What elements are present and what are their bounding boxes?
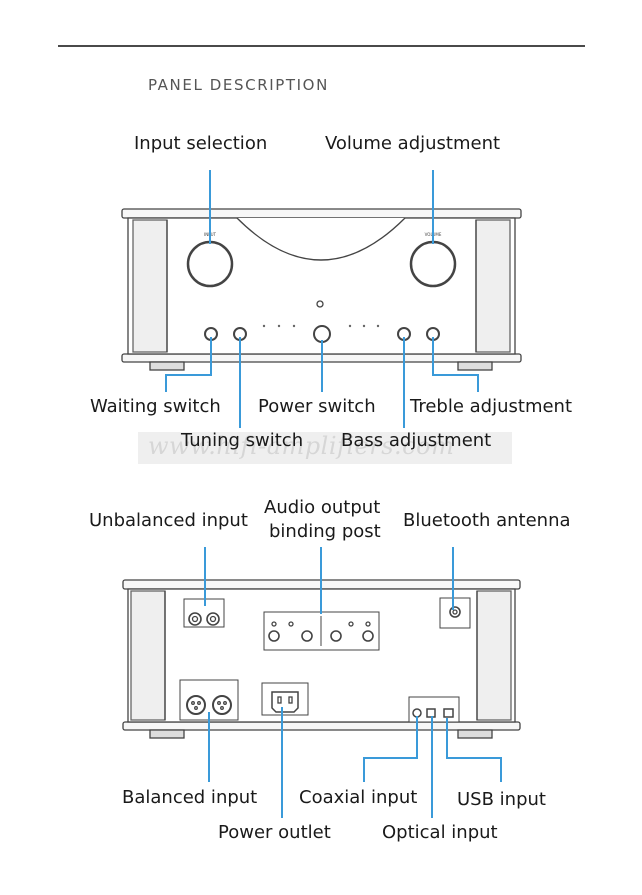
label-usb-input: USB input bbox=[457, 789, 546, 810]
bluetooth-antenna-jack bbox=[439, 597, 471, 629]
label-coaxial-input: Coaxial input bbox=[299, 787, 418, 808]
label-waiting-switch: Waiting switch bbox=[90, 396, 221, 417]
balanced-xlr-inputs bbox=[179, 679, 239, 721]
label-tuning-switch: Tuning switch bbox=[181, 430, 304, 451]
power-indicator bbox=[316, 300, 324, 308]
label-optical-input: Optical input bbox=[382, 822, 498, 843]
label-bluetooth-antenna: Bluetooth antenna bbox=[403, 510, 571, 531]
front-indicator-dots bbox=[262, 324, 380, 328]
label-unbalanced-input: Unbalanced input bbox=[89, 510, 248, 531]
label-bass-adjustment: Bass adjustment bbox=[341, 430, 492, 451]
label-input-selection: Input selection bbox=[134, 133, 268, 154]
power-button bbox=[313, 325, 331, 343]
power-inlet bbox=[261, 682, 309, 716]
label-power-outlet: Power outlet bbox=[218, 822, 331, 843]
label-power-switch: Power switch bbox=[258, 396, 376, 417]
label-balanced-input: Balanced input bbox=[122, 787, 258, 808]
label-audio-output-line2: binding post bbox=[269, 521, 381, 542]
page-heading: PANEL DESCRIPTION bbox=[148, 76, 329, 94]
callout-lines bbox=[165, 170, 502, 818]
watermark-band bbox=[138, 432, 512, 464]
label-audio-output-line1: Audio output bbox=[264, 497, 381, 518]
top-divider bbox=[58, 45, 585, 47]
label-volume-adjustment: Volume adjustment bbox=[325, 133, 501, 154]
digital-inputs bbox=[408, 696, 460, 723]
label-treble-adjustment: Treble adjustment bbox=[410, 396, 573, 417]
speaker-binding-posts bbox=[263, 611, 380, 651]
watermark-text: www.hifi-amplifiers.com bbox=[148, 432, 455, 460]
